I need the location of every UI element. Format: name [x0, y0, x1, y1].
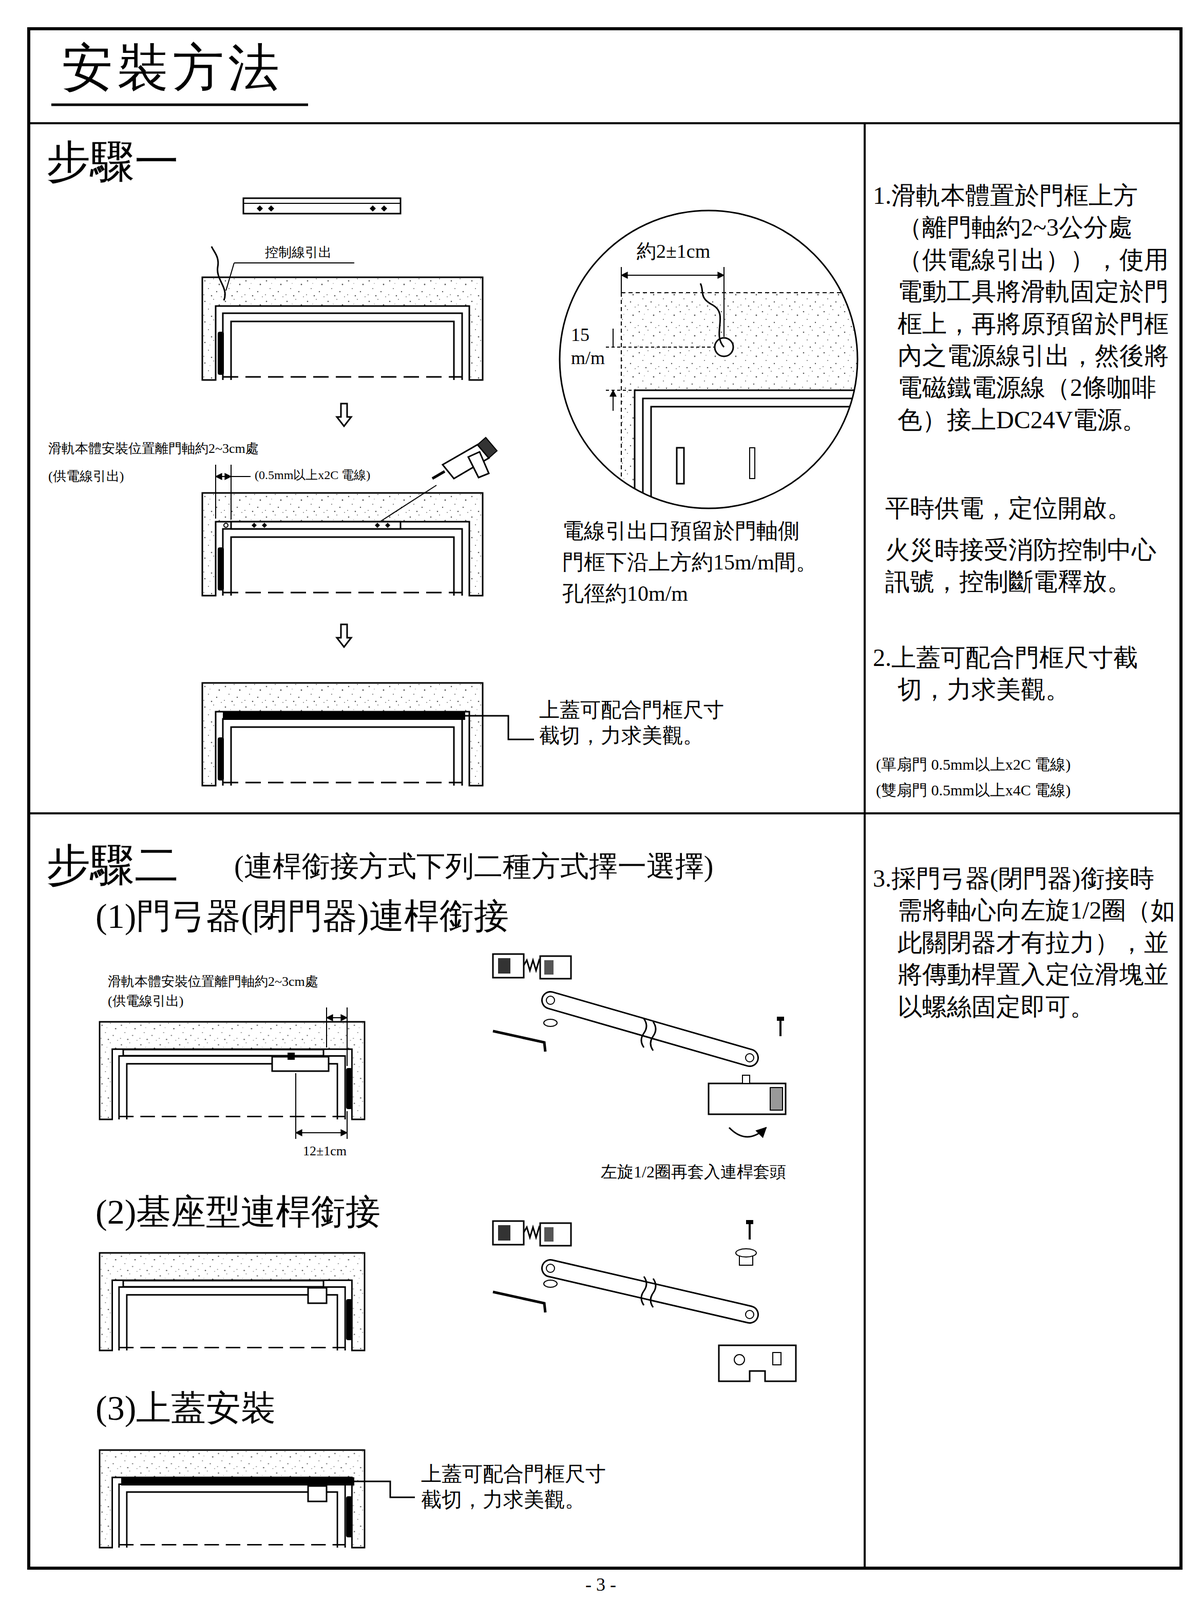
page-number: - 3 -	[585, 1573, 617, 1597]
instruction-text: 平時供電，定位開啟。	[885, 492, 1132, 524]
dimension-label: 約2±1cm	[636, 239, 711, 264]
page-title: 安裝方法	[61, 35, 284, 101]
wire-note: (單扇門 0.5mm以上x2C 電線)	[875, 754, 1071, 775]
linkage-parts	[492, 954, 786, 1137]
instruction-text: 1.滑軌本體置於門框上方（離門軸約2~3公分處（供電線引出）），使用電動工具將滑…	[872, 179, 1176, 436]
note-text: 電線引出口預留於門軸側 門框下沿上方約15m/m間。 孔徑約10m/m	[562, 515, 818, 610]
dimension-label: 12±1cm	[302, 1142, 347, 1160]
step-subtitle: (連桿銜接方式下列二種方式擇一選擇)	[234, 848, 714, 885]
door-frame	[99, 1252, 365, 1351]
down-arrow	[336, 403, 352, 427]
instruction-text: 火災時接受消防控制中心訊號，控制斷電釋放。	[885, 534, 1176, 599]
callout-label: (供電線引出)	[107, 993, 184, 1010]
step-heading: 步驟一	[46, 134, 179, 190]
callout-label: 左旋1/2圈再套入連桿套頭	[600, 1161, 787, 1183]
instruction-text: 2.上蓋可配合門框尺寸截切，力求美觀。	[872, 641, 1176, 707]
instruction-text: 3.採門弓器(閉門器)銜接時需將軸心向左旋1/2圈（如此關閉器才有拉力），並將傳…	[872, 862, 1176, 1023]
down-arrow	[336, 624, 352, 647]
door-frame	[99, 1450, 415, 1548]
callout-label: 上蓋可配合門框尺寸 截切，力求美觀。	[421, 1461, 606, 1513]
dimension-label: 15 m/m	[570, 323, 605, 370]
callout-label: 控制線引出	[264, 244, 332, 262]
door-frame	[99, 1007, 365, 1139]
door-frame	[202, 464, 483, 596]
door-frame	[202, 682, 535, 786]
method-heading: (2)基座型連桿銜接	[95, 1190, 381, 1234]
rail-part	[243, 198, 401, 214]
door-frame	[202, 246, 483, 380]
wire-label: (0.5mm以上x2C 電線)	[254, 467, 371, 483]
wire-note: (雙扇門 0.5mm以上x4C 電線)	[875, 780, 1071, 800]
page-frame	[28, 28, 1181, 1569]
method-heading: (1)門弓器(閉門器)連桿銜接	[95, 894, 509, 939]
callout-label: 滑軌本體安裝位置離門軸約2~3cm處	[107, 973, 319, 991]
linkage-parts	[492, 1219, 796, 1382]
callout-label: 滑軌本體安裝位置離門軸約2~3cm處	[48, 440, 259, 458]
method-heading: (3)上蓋安裝	[95, 1386, 276, 1431]
drill-icon	[432, 437, 498, 479]
callout-label: (供電線引出)	[48, 468, 124, 486]
callout-label: 上蓋可配合門框尺寸 截切，力求美觀。	[539, 697, 724, 749]
step-heading: 步驟二	[46, 837, 179, 894]
